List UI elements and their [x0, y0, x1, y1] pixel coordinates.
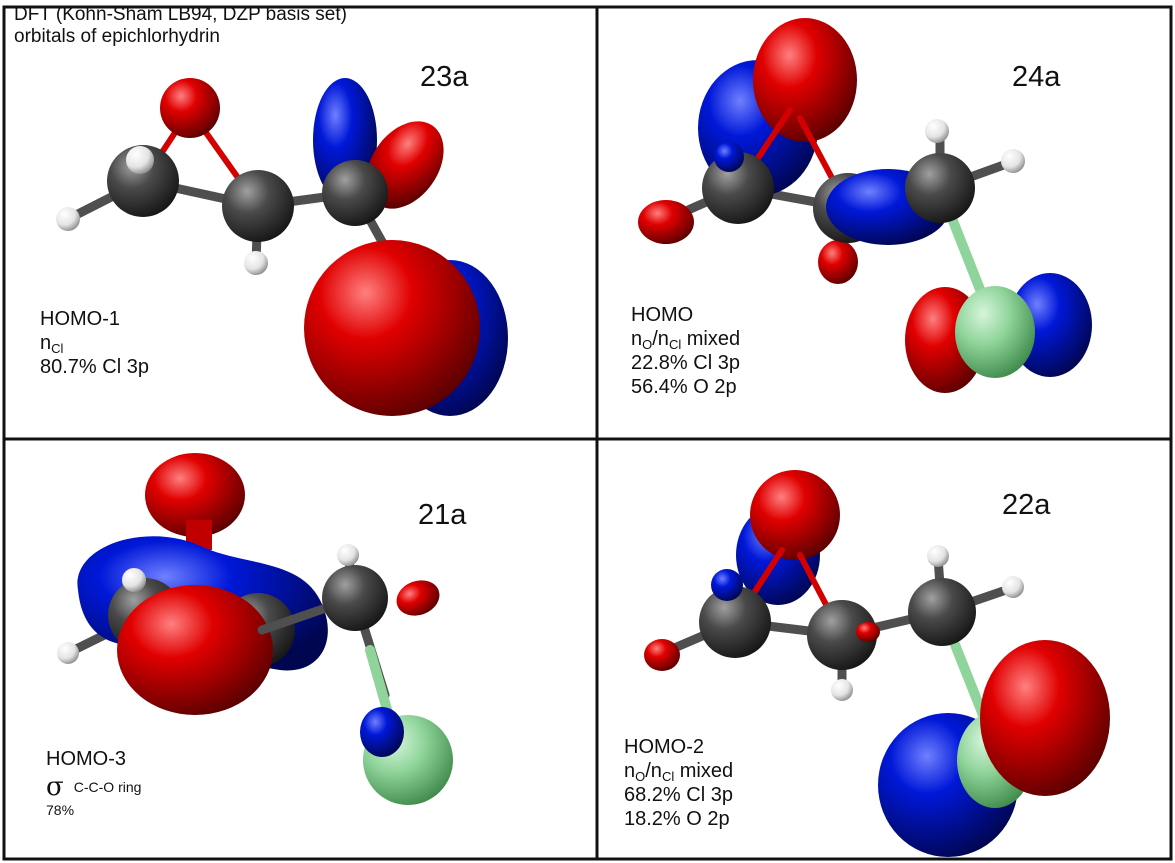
- hydrogen-atom: [831, 679, 853, 701]
- molecule-24a: [638, 18, 1092, 393]
- carbon-atom: [905, 153, 975, 223]
- orbital-character: nO/nCl mixed: [624, 759, 734, 784]
- orbital-composition: 78%: [46, 802, 75, 819]
- orbital-composition: 80.7% Cl 3p: [40, 355, 149, 378]
- chlorine-atom: [955, 286, 1035, 378]
- hydrogen-atom: [925, 119, 949, 143]
- carbon-atom: [908, 578, 976, 646]
- red-lobe: [856, 622, 880, 642]
- orbital-character: nCl: [40, 331, 64, 356]
- orbital-desc-24a: HOMO nO/nCl mixed 22.8% Cl 3p 56.4% O 2p: [631, 304, 740, 399]
- hydrogen-atom: [1002, 576, 1024, 598]
- molecule-23a: [56, 78, 508, 416]
- red-lobe: [304, 240, 480, 416]
- carbon-atom: [222, 170, 294, 242]
- red-lobe: [980, 640, 1110, 796]
- carbon-atom: [702, 152, 774, 224]
- hydrogen-atom: [1001, 149, 1025, 173]
- orbital-label: HOMO-3: [46, 748, 126, 770]
- orbital-composition: 56.4% O 2p: [631, 375, 737, 398]
- hydrogen-atom: [244, 251, 268, 275]
- carbon-atom: [322, 565, 388, 631]
- molecule-22a: [644, 470, 1110, 857]
- hydrogen-atom: [56, 207, 80, 231]
- red-lobe: [818, 240, 858, 284]
- orbital-id-22a: 22a: [1002, 489, 1051, 521]
- panel-grid: [2, 5, 1173, 861]
- orbital-character: nO/nCl mixed: [631, 327, 741, 352]
- orbital-label: HOMO: [631, 304, 694, 326]
- oxygen-atom: [160, 78, 220, 138]
- hydrogen-atom: [337, 544, 359, 566]
- orbital-composition: 22.8% Cl 3p: [631, 351, 740, 374]
- figure-caption: DFT (Kohn-Sham LB94, DZP basis set) orbi…: [14, 4, 347, 49]
- caption-line-1: DFT (Kohn-Sham LB94, DZP basis set): [14, 4, 347, 25]
- red-lobe: [396, 580, 440, 616]
- orbital-composition: 18.2% O 2p: [624, 807, 730, 830]
- red-lobe: [117, 585, 273, 715]
- blue-lobe: [714, 142, 744, 172]
- red-lobe: [145, 453, 245, 537]
- orbital-id-23a: 23a: [420, 61, 469, 93]
- molecule-21a: [57, 453, 453, 805]
- hydrogen-atom: [126, 146, 154, 174]
- caption-line-2: orbitals of epichlorhydrin: [14, 26, 220, 48]
- hydrogen-atom: [57, 642, 79, 664]
- hydrogen-atom: [122, 568, 146, 592]
- carbon-atom: [699, 586, 771, 658]
- orbital-desc-22a: HOMO-2 nO/nCl mixed 68.2% Cl 3p 18.2% O …: [624, 736, 733, 831]
- carbon-atom: [322, 160, 388, 226]
- red-lobe: [750, 470, 840, 560]
- orbital-label: HOMO-1: [40, 308, 120, 330]
- hydrogen-atom: [927, 545, 949, 567]
- red-lobe: [638, 200, 694, 244]
- sigma-symbol: σ: [46, 771, 64, 802]
- orbital-id-21a: 21a: [418, 499, 467, 531]
- orbital-label: HOMO-2: [624, 736, 704, 758]
- red-lobe: [644, 639, 680, 671]
- orbital-composition: 68.2% Cl 3p: [624, 783, 733, 806]
- blue-lobe: [360, 707, 404, 757]
- carbon-atom: [807, 600, 877, 670]
- carbon-atom: [107, 145, 179, 217]
- orbital-desc-23a: HOMO-1 nCl 80.7% Cl 3p: [40, 308, 149, 380]
- red-lobe: [753, 18, 857, 142]
- orbital-id-24a: 24a: [1012, 61, 1061, 93]
- blue-lobe: [711, 569, 743, 601]
